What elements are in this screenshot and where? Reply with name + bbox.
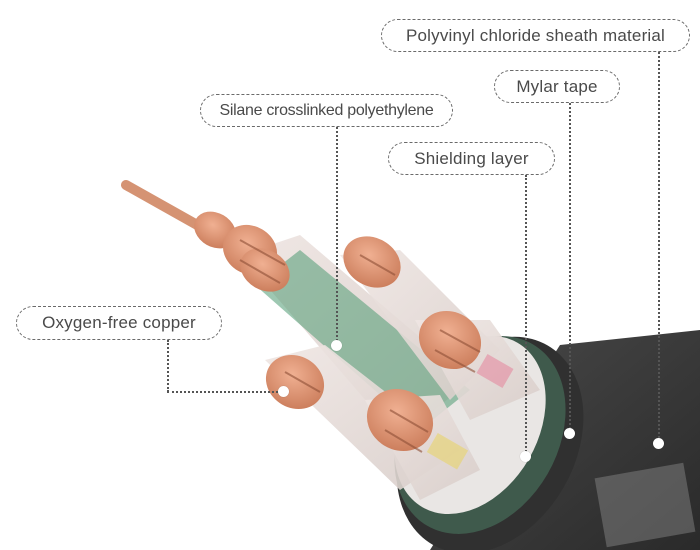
leader-oxygen-free-copper-h (167, 391, 282, 393)
label-oxygen-free-copper: Oxygen-free copper (16, 306, 222, 340)
leader-mylar-tape (569, 103, 571, 433)
leader-pvc-sheath (658, 52, 660, 438)
pointer-dot-mylar-tape (564, 428, 575, 439)
pointer-dot-shielding-layer (520, 451, 531, 462)
copper-conductors (194, 211, 482, 453)
leader-silane-xlpe (336, 127, 338, 345)
pointer-dot-oxygen-free-copper (278, 386, 289, 397)
label-silane-xlpe: Silane crosslinked polyethylene (200, 94, 453, 127)
label-pvc-sheath: Polyvinyl chloride sheath material (381, 19, 690, 52)
label-mylar-tape: Mylar tape (494, 70, 620, 103)
leader-shielding-layer (525, 175, 527, 455)
pointer-dot-silane-xlpe (331, 340, 342, 351)
pointer-dot-pvc-sheath (653, 438, 664, 449)
label-shielding-layer: Shielding layer (388, 142, 555, 175)
leader-oxygen-free-copper-v (167, 340, 169, 392)
